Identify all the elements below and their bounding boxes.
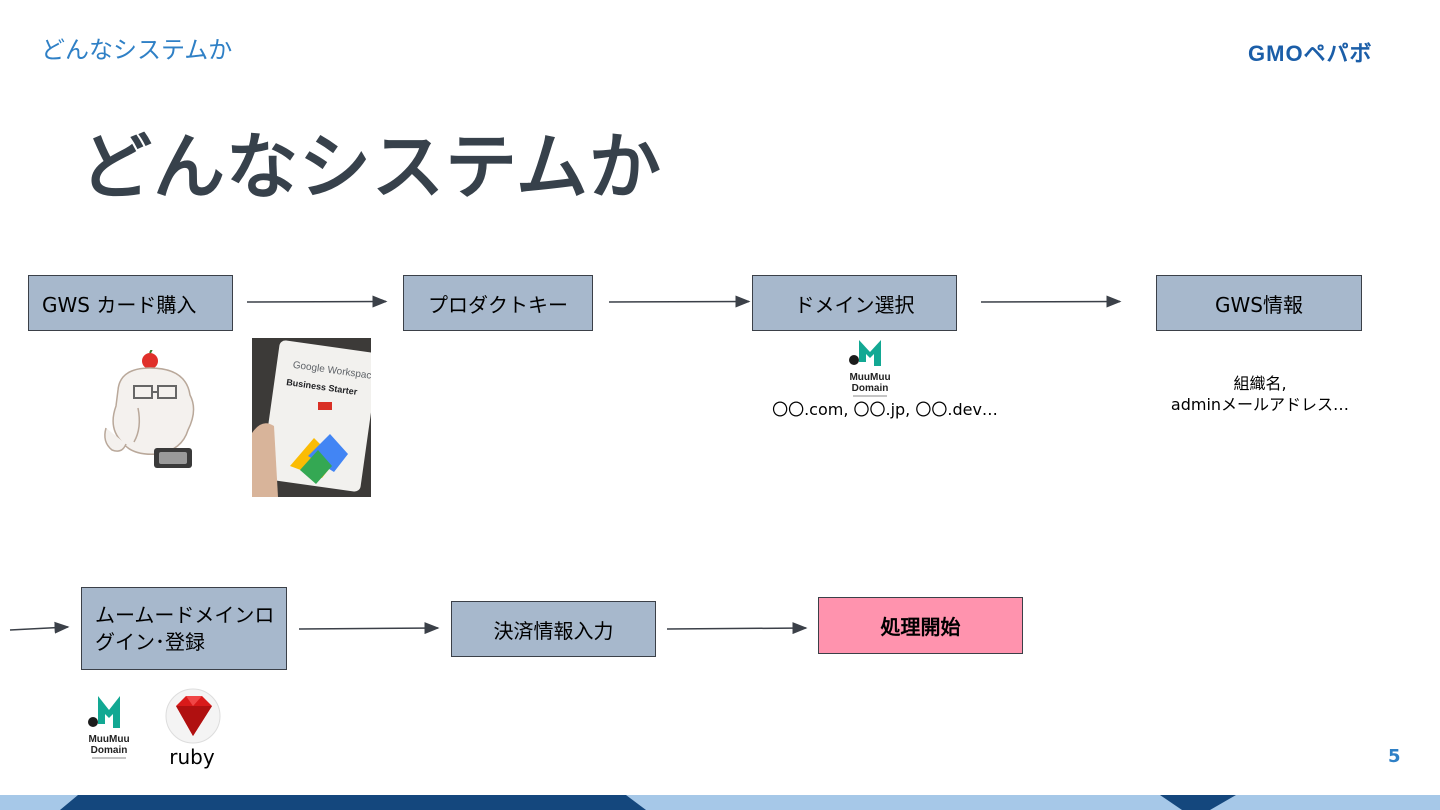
step-label: 決済情報入力 [493, 618, 614, 643]
ruby-label: ruby [169, 745, 215, 769]
step-label: ムームードメインログイン･登録 [95, 602, 275, 654]
gmo-pepabo-logo: GMOペパボ [1248, 41, 1373, 66]
gws-info-line1: 組織名, [1233, 374, 1287, 393]
gws-info-line2: adminメールアドレス… [1170, 395, 1350, 414]
step-muumuu-login: ムームードメインログイン･登録 [81, 587, 287, 670]
step-label: 処理開始 [880, 615, 961, 639]
arrow-6 [666, 622, 808, 635]
step-process-start: 処理開始 [818, 597, 1023, 654]
arrow-4 [9, 621, 70, 634]
page-number: 5 [1388, 746, 1401, 767]
muumuu-text-line1: MuuMuu [88, 734, 129, 745]
muumuu-domain-logo: MuuMuu Domain [849, 340, 891, 397]
step-label: GWS情報 [1215, 292, 1303, 317]
step-product-key: プロダクトキー [403, 275, 593, 331]
muumuu-text-line1: MuuMuu [849, 372, 890, 383]
arrow-1 [246, 295, 388, 308]
arrow-5 [298, 622, 440, 635]
step-label: GWS カード購入 [42, 292, 197, 317]
domain-examples-note: 〇〇.com, 〇〇.jp, 〇〇.dev… [772, 400, 998, 419]
section-title: どんなシステムか [41, 36, 233, 64]
gws-info-note: 組織名, adminメールアドレス… [1140, 373, 1380, 415]
muumuu-text-line2: Domain [852, 383, 889, 394]
pepabo-mascot-illustration [104, 350, 195, 468]
step-gws-info: GWS情報 [1156, 275, 1362, 331]
muumuu-text-line2: Domain [91, 745, 128, 756]
arrow-2 [608, 295, 751, 308]
gws-card-photo: Google Workspace Business Starter [252, 338, 371, 497]
step-gws-card-purchase: GWS カード購入 [28, 275, 233, 331]
slide-title: どんなシステムか [80, 125, 662, 209]
step-domain-select: ドメイン選択 [752, 275, 957, 331]
step-label: ドメイン選択 [794, 292, 915, 317]
footer-band [0, 795, 1440, 810]
step-payment-input: 決済情報入力 [451, 601, 656, 657]
arrow-3 [980, 295, 1122, 308]
muumuu-domain-logo-2: MuuMuu Domain [88, 696, 130, 759]
ruby-logo [165, 688, 221, 744]
step-label: プロダクトキー [428, 292, 568, 317]
